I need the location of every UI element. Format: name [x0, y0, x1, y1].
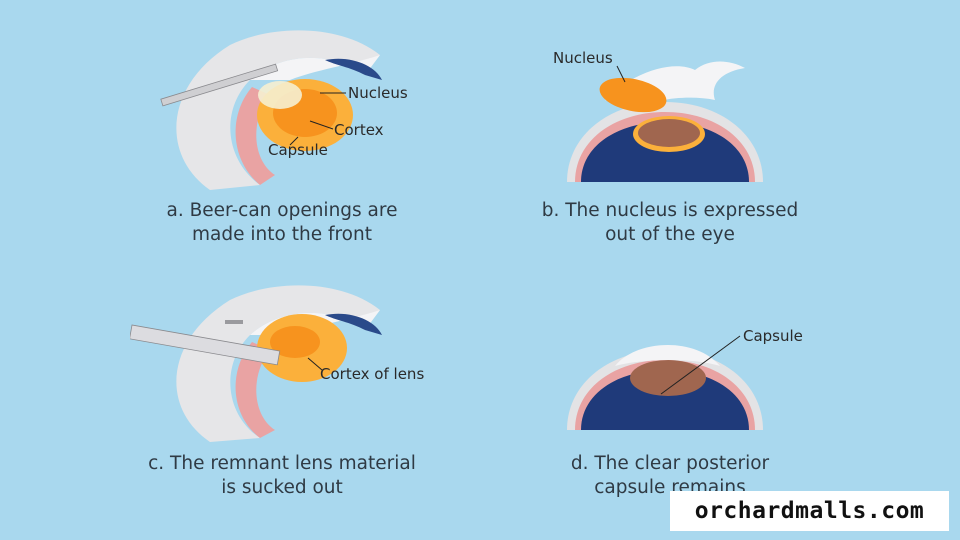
aspiration-instrument	[130, 324, 281, 366]
small-instrument	[225, 320, 243, 324]
label-nucleus: Nucleus	[348, 84, 408, 102]
eye-interior	[581, 122, 749, 182]
label-cortex: Cortex	[334, 121, 384, 139]
sclera-inner	[235, 87, 275, 185]
caption-a: a. Beer-can openings are made into the f…	[112, 199, 452, 247]
caption-a-line1: a. Beer-can openings are	[166, 200, 398, 221]
caption-b-line1: b. The nucleus is expressed	[541, 200, 799, 221]
panel-d-diagram: Capsule	[567, 327, 803, 430]
cornea	[250, 55, 380, 80]
panel-a-diagram: Nucleus Cortex Capsule	[160, 30, 408, 190]
eye-interior	[325, 58, 382, 80]
capsule-opening	[258, 81, 302, 109]
eye-interior	[581, 370, 749, 430]
caption-c-line2: is sucked out	[221, 477, 343, 498]
lens-remnant	[270, 326, 320, 358]
caption-b-line2: out of the eye	[605, 224, 735, 245]
label-capsule: Capsule	[743, 327, 803, 345]
panel-b-diagram: Nucleus	[553, 49, 763, 182]
expressed-nucleus	[599, 77, 667, 113]
eye-interior	[325, 313, 382, 335]
sclera-inner	[235, 342, 275, 438]
label-cortex-of-lens: Cortex of lens	[320, 365, 424, 383]
label-capsule: Capsule	[268, 141, 328, 159]
clear-capsule	[630, 360, 706, 396]
panel-c-diagram: Cortex of lens	[130, 285, 424, 442]
caption-b: b. The nucleus is expressed out of the e…	[500, 199, 840, 247]
caption-a-line2: made into the front	[192, 224, 372, 245]
cornea	[615, 344, 720, 366]
eye-shell	[176, 285, 380, 442]
caption-d-line1: d. The clear posterior	[570, 453, 770, 474]
caption-c-line1: c. The remnant lens material	[148, 453, 416, 474]
label-nucleus: Nucleus	[553, 49, 613, 67]
cannula-instrument	[160, 63, 279, 107]
caption-c: c. The remnant lens material is sucked o…	[112, 452, 452, 500]
watermark-banner: orchardmalls.com	[670, 491, 949, 531]
capsule-interior	[638, 119, 700, 147]
eye-shell	[176, 30, 380, 190]
